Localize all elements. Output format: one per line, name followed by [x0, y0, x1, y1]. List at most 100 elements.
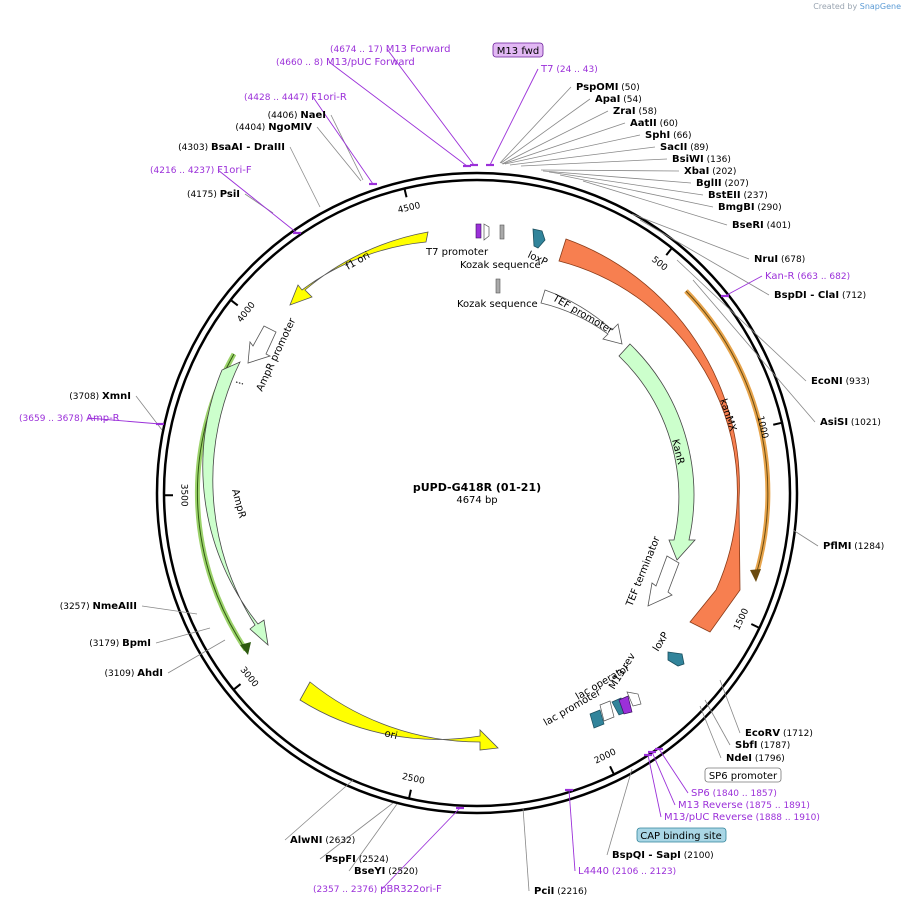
enzyme-leader	[289, 146, 321, 208]
m13-fwd-box: M13 fwd	[492, 42, 544, 58]
feature-ori[interactable]	[299, 681, 499, 751]
enzyme-label[interactable]: ZraI (58)	[613, 106, 657, 117]
enzyme-leader	[548, 171, 704, 196]
enzyme-label[interactable]: AatII (60)	[630, 118, 678, 129]
backbone-inner-ring	[162, 178, 792, 808]
enzyme-label[interactable]: (4303) BsaAI - DraIII	[178, 142, 285, 153]
enzyme-label[interactable]: SbfI (1787)	[735, 740, 790, 751]
primer-label[interactable]: T7 (24 .. 43)	[540, 64, 598, 75]
enzyme-leader	[348, 803, 398, 872]
tick-mark	[408, 789, 412, 798]
feature-m13-rev[interactable]	[618, 695, 633, 715]
plasmid-length: 4674 bp	[456, 495, 497, 506]
enzyme-leader	[155, 627, 211, 644]
feature-loxp-1[interactable]	[532, 228, 546, 249]
enzyme-label[interactable]: NruI (678)	[754, 254, 805, 265]
enzyme-leader	[141, 605, 198, 615]
primer-label[interactable]: (4216 .. 4237) F1ori-F	[150, 165, 252, 176]
primer-label[interactable]: (4428 .. 4447) F1ori-R	[244, 92, 347, 103]
primer-leader	[381, 807, 461, 890]
enzyme-label[interactable]: PciI (2216)	[534, 886, 587, 897]
primer-label[interactable]: L4440 (2106 .. 2123)	[578, 866, 676, 877]
enzyme-label[interactable]: SacII (89)	[660, 142, 709, 153]
enzyme-label[interactable]: (3708) XmnI	[69, 391, 131, 402]
feature-kanmx[interactable]	[558, 238, 741, 633]
enzyme-leader	[582, 180, 728, 226]
enzyme-label[interactable]: BsiWI (136)	[672, 154, 731, 165]
enzyme-label[interactable]: BstEII (237)	[708, 190, 768, 201]
primer-label[interactable]: (2357 .. 2376) pBR322ori-F	[313, 884, 442, 895]
enzyme-leader	[719, 679, 741, 734]
enzyme-label[interactable]: ApaI (54)	[595, 94, 642, 105]
tick-label: 1500	[732, 607, 751, 632]
primer-label[interactable]: Kan-R (663 .. 682)	[765, 271, 850, 282]
enzyme-leader	[522, 807, 530, 892]
primer-leader	[217, 169, 298, 234]
enzyme-label[interactable]: BspQI - SapI (2100)	[612, 850, 714, 861]
feature-ampr-promoter[interactable]	[247, 325, 277, 364]
enzyme-label[interactable]: NdeI (1796)	[726, 753, 785, 764]
primer-leader	[568, 789, 576, 872]
enzyme-label[interactable]: (4404) NgoMIV	[235, 122, 312, 133]
primer-leader	[651, 751, 676, 806]
enzyme-label[interactable]: PspFI (2524)	[325, 854, 389, 865]
primer-leader	[489, 68, 539, 166]
enzyme-leader	[699, 705, 722, 759]
enzyme-label[interactable]: AsiSI (1021)	[820, 417, 881, 428]
primer-label[interactable]: M13/pUC Reverse (1888 .. 1910)	[664, 812, 820, 823]
primer-label[interactable]: (3659 .. 3678) Amp-R	[19, 413, 120, 424]
feature-f1-ori[interactable]	[289, 231, 429, 306]
enzyme-leader	[167, 639, 226, 674]
feature-ampr[interactable]	[202, 361, 269, 647]
tick-mark	[609, 765, 615, 774]
feature-kozak-1[interactable]	[499, 224, 505, 240]
enzyme-leader	[501, 110, 609, 165]
enzyme-label[interactable]: XbaI (202)	[684, 166, 736, 177]
enzyme-label[interactable]: EcoRV (1712)	[745, 728, 813, 739]
tick-label: 3000	[238, 665, 260, 689]
enzyme-label[interactable]: BmgBI (290)	[718, 202, 782, 213]
primer-label[interactable]: M13 Reverse (1875 .. 1891)	[678, 800, 810, 811]
feature-label-f1-ori: f1 ori	[344, 250, 372, 273]
enzyme-label[interactable]: PspOMI (50)	[576, 82, 640, 93]
enzyme-label[interactable]: (3179) BpmI	[89, 638, 151, 649]
feature-lac-promoter[interactable]	[599, 700, 615, 722]
enzyme-label[interactable]: (3109) AhdI	[104, 668, 163, 679]
enzyme-label[interactable]: BspDI - ClaI (712)	[774, 290, 866, 301]
enzyme-leader	[676, 259, 807, 382]
enzyme-leader	[500, 98, 591, 164]
feature-kozak-2[interactable]	[495, 278, 501, 294]
feature-label-kozak-2: Kozak sequence	[457, 299, 538, 310]
primer-label[interactable]: (4660 .. 8) M13/pUC Forward	[276, 57, 415, 68]
enzyme-label[interactable]: (4406) NaeI	[268, 110, 326, 121]
enzyme-label[interactable]: BseYI (2520)	[354, 866, 418, 877]
enzyme-label[interactable]: BseRI (401)	[732, 220, 791, 231]
primer-label[interactable]: SP6 (1840 .. 1857)	[691, 788, 777, 799]
tick-mark	[750, 623, 759, 629]
enzyme-label[interactable]: BglII (207)	[696, 178, 749, 189]
feature-sp6-promoter[interactable]	[626, 691, 642, 707]
tick-mark	[403, 189, 408, 198]
enzyme-leader	[499, 86, 572, 164]
primer-label[interactable]: (4674 .. 17) M13 Forward	[330, 44, 450, 55]
enzyme-label[interactable]: (4175) PsiI	[187, 189, 240, 200]
enzyme-label[interactable]: (3257) NmeAIII	[60, 601, 137, 612]
primer-leader	[724, 275, 763, 297]
feature-t7-promoter[interactable]	[483, 223, 490, 241]
enzyme-leader	[540, 169, 680, 172]
enzyme-label[interactable]: SphI (66)	[645, 130, 692, 141]
feature-loxp-2[interactable]	[667, 651, 685, 667]
primer-leader	[328, 61, 468, 167]
feature-tef-promoter[interactable]	[540, 289, 623, 345]
feature-lac-operator[interactable]	[589, 709, 605, 729]
primer-leader	[312, 96, 374, 185]
enzyme-leader	[509, 146, 656, 166]
feature-m13-fwd[interactable]	[475, 223, 482, 239]
feature-tef-terminator[interactable]	[647, 555, 680, 607]
enzyme-label[interactable]: AlwNI (2632)	[290, 835, 355, 846]
feature-kanr[interactable]	[618, 343, 696, 561]
enzyme-label[interactable]: PflMI (1284)	[823, 541, 884, 552]
enzyme-leader	[631, 213, 750, 260]
enzyme-label[interactable]: EcoNI (933)	[811, 376, 870, 387]
